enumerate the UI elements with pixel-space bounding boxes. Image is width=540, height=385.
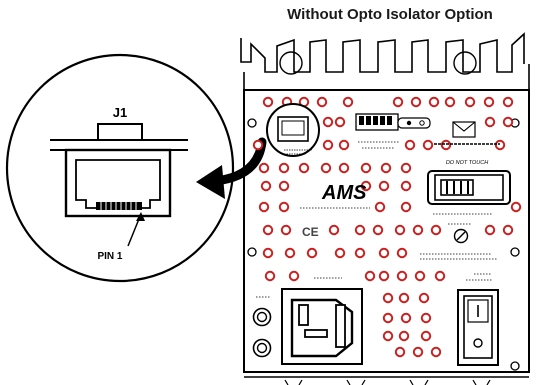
vent-hole (400, 312, 412, 324)
j1-jack-board (266, 103, 320, 157)
vent-hole (372, 224, 384, 236)
connector-label: J1 (113, 105, 127, 120)
vent-hole (322, 116, 334, 128)
vent-hole (494, 139, 506, 151)
vent-hole (420, 312, 432, 324)
vent-hole (430, 224, 442, 236)
vent-hole (392, 96, 404, 108)
vent-hole (396, 270, 408, 282)
vent-hole (382, 292, 394, 304)
dip-switch (355, 113, 431, 149)
power-inlet-icon (281, 288, 363, 365)
vent-hole (400, 201, 412, 213)
vent-hole (322, 139, 334, 151)
vent-hole (382, 330, 394, 342)
envelope-icon (452, 121, 476, 138)
vent-hole (398, 330, 410, 342)
vent-hole (502, 224, 514, 236)
vent-hole (280, 224, 292, 236)
vent-hole (400, 180, 412, 192)
vent-hole (502, 96, 514, 108)
vent-hole (338, 139, 350, 151)
vent-hole (338, 162, 350, 174)
vent-hole (288, 270, 300, 282)
vent-hole (420, 330, 432, 342)
ce-mark: CE (302, 225, 319, 239)
vent-hole (306, 247, 318, 259)
brand-logo: AMS (321, 182, 367, 204)
vent-hole (398, 292, 410, 304)
vent-hole (258, 162, 270, 174)
vent-hole (360, 162, 372, 174)
terminal-block (427, 170, 511, 215)
vent-hole (262, 96, 274, 108)
vent-hole (400, 162, 412, 174)
drive-panel (240, 32, 530, 378)
vent-hole (320, 162, 332, 174)
magnified-callout: J1 PIN 1 (5, 53, 235, 283)
vent-hole (430, 346, 442, 358)
vent-hole (422, 139, 434, 151)
vent-hole (378, 247, 390, 259)
vent-hole (444, 96, 456, 108)
vent-hole (464, 96, 476, 108)
vent-hole (298, 162, 310, 174)
rj45-jack-icon (64, 148, 172, 218)
vent-hole (284, 247, 296, 259)
vent-hole (334, 116, 346, 128)
vent-hole (360, 180, 372, 192)
vent-hole (374, 201, 386, 213)
vent-hole (334, 247, 346, 259)
test-jacks (252, 296, 272, 358)
vent-hole (414, 270, 426, 282)
vent-hole (262, 247, 274, 259)
potentiometer (448, 223, 472, 244)
vent-hole (484, 224, 496, 236)
vent-hole (396, 247, 408, 259)
vent-hole (278, 201, 290, 213)
vent-hole (354, 224, 366, 236)
vent-hole (328, 224, 340, 236)
rocker-switch-icon (457, 279, 499, 366)
vent-hole (484, 116, 496, 128)
diagram-title: Without Opto Isolator Option (287, 6, 493, 23)
vent-hole (342, 96, 354, 108)
vent-hole (380, 162, 392, 174)
vent-hole (316, 96, 328, 108)
vent-hole (394, 346, 406, 358)
vent-hole (510, 201, 522, 213)
vent-hole (412, 346, 424, 358)
vent-hole (434, 270, 446, 282)
vent-hole (418, 292, 430, 304)
vent-hole (412, 224, 424, 236)
vent-hole (410, 96, 422, 108)
vent-hole (252, 139, 264, 151)
vent-hole (264, 270, 276, 282)
vent-hole (260, 180, 272, 192)
vent-hole (502, 116, 514, 128)
vent-hole (262, 224, 274, 236)
vent-hole (258, 201, 270, 213)
vent-hole (483, 96, 495, 108)
vent-hole (378, 270, 390, 282)
bottom-edge-contacts (284, 379, 491, 385)
vent-hole (428, 96, 440, 108)
warning-text: DO NOT TOUCH (446, 160, 488, 166)
pin-label: PIN 1 (97, 251, 122, 262)
vent-hole (404, 139, 416, 151)
vent-hole (440, 139, 452, 151)
vent-hole (394, 224, 406, 236)
vent-hole (382, 312, 394, 324)
vent-hole-grid (252, 96, 522, 358)
vent-hole (364, 270, 376, 282)
vent-hole (278, 162, 290, 174)
vent-hole (378, 180, 390, 192)
vent-hole (354, 247, 366, 259)
vent-hole (278, 180, 290, 192)
pin-pointer-arrowhead (136, 212, 145, 221)
